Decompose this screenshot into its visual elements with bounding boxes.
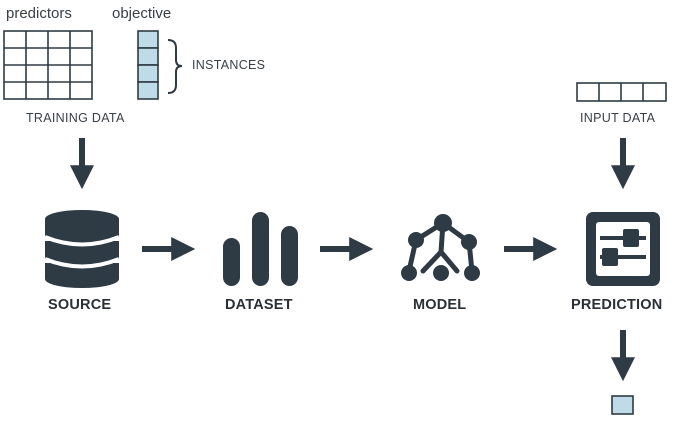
input-data-row (576, 82, 667, 102)
predictors-grid (3, 30, 93, 100)
predictors-label: predictors (6, 5, 72, 22)
source-label: SOURCE (48, 297, 112, 313)
sliders-panel-icon (586, 212, 660, 286)
bar-chart-icon (223, 212, 298, 286)
training-data-label: TRAINING DATA (26, 111, 125, 125)
tree-graph-icon (401, 214, 480, 281)
instances-brace-icon (167, 39, 183, 94)
objective-column (137, 30, 159, 100)
model-label: MODEL (413, 297, 467, 313)
output-cell (611, 395, 634, 415)
dataset-label: DATASET (225, 297, 293, 313)
database-icon (45, 210, 119, 288)
input-data-label: INPUT DATA (580, 111, 656, 125)
instances-label: INSTANCES (192, 58, 266, 72)
objective-label: objective (112, 5, 172, 22)
prediction-label: PREDICTION (571, 297, 663, 313)
